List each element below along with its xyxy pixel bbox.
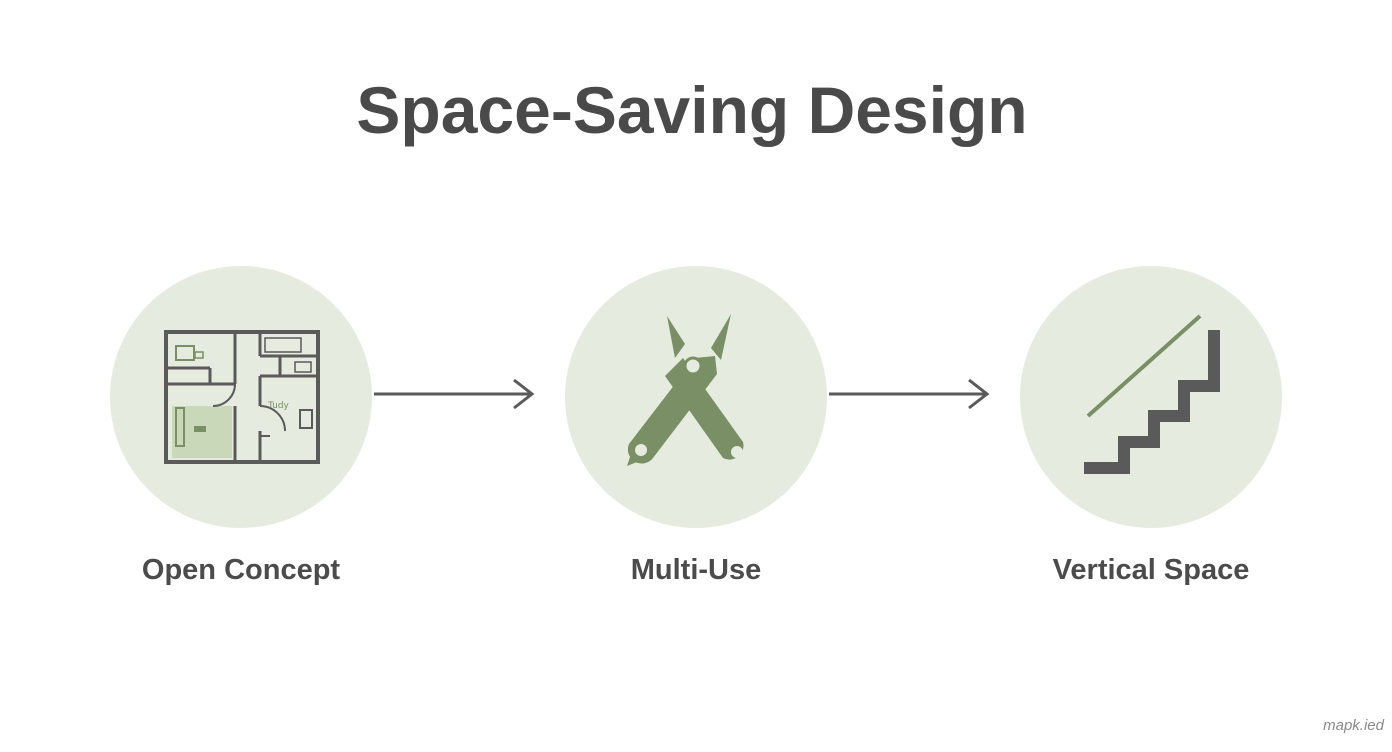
watermark: mapk.ied — [1323, 717, 1384, 734]
arrow-right-icon — [829, 378, 990, 410]
page-title: Space-Saving Design — [356, 73, 1028, 147]
step-circle-open-concept: Tudy — [110, 266, 372, 528]
multi-tool-icon — [627, 314, 744, 466]
step-label-vertical-space: Vertical Space — [1052, 554, 1250, 586]
step-circle-vertical-space — [1020, 266, 1282, 528]
floor-plan-icon: Tudy — [164, 330, 320, 464]
arrow-right-icon — [374, 378, 535, 410]
stairs-icon — [1084, 314, 1220, 474]
step-circle-multi-use — [565, 266, 827, 528]
floor-plan-room-label: Tudy — [267, 401, 290, 411]
step-label-open-concept: Open Concept — [141, 554, 341, 586]
step-label-multi-use: Multi-Use — [630, 554, 762, 586]
